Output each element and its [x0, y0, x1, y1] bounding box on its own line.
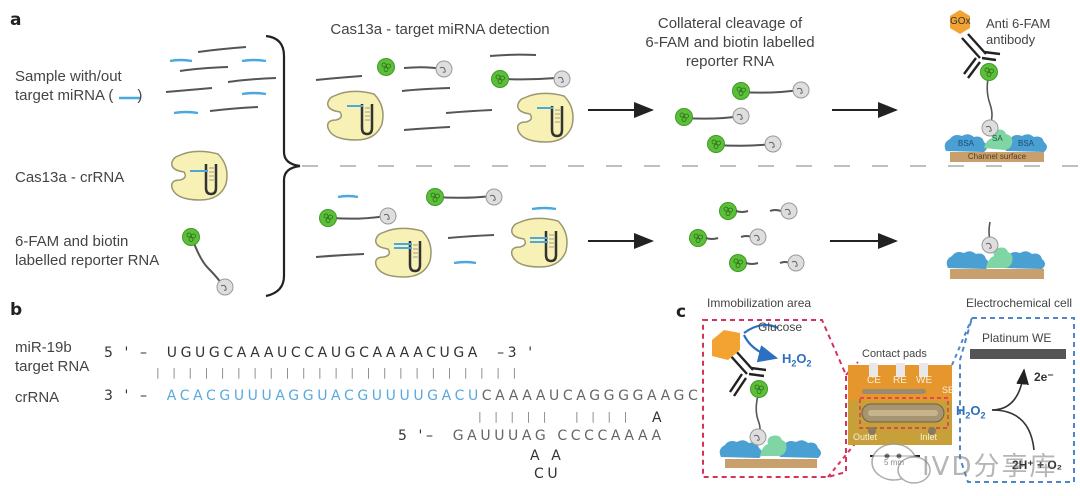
- contact-pads-label: Contact pads: [862, 348, 927, 360]
- loop-a: A: [652, 410, 666, 426]
- detection-top-row: [315, 53, 575, 144]
- crrna-handle: CAAAAUCAGGGGAAGC: [481, 388, 702, 404]
- antibody-label: Anti 6-FAM antibody: [986, 16, 1051, 47]
- detection-bottom-row: [315, 188, 569, 279]
- scale-bar-label: 5 mm: [884, 458, 904, 467]
- products-label: 2H⁺ + O₂: [1012, 458, 1063, 472]
- reporter-rna-label: 6-FAM and biotin labelled reporter RNA: [15, 233, 160, 269]
- watermark-text: IVD分享库: [922, 452, 1058, 482]
- bulge-row-1: A A: [530, 448, 565, 464]
- target-sequence: UGUGCAAAUCCAUGCAAAACUGA: [166, 345, 481, 361]
- biotin-label-icon: [216, 278, 234, 296]
- h2o2-reactant-label: H2O2: [956, 403, 986, 421]
- electrode-re: RE: [893, 375, 907, 386]
- panel-b-letter: b: [10, 300, 23, 320]
- channel-surface-label: Channel surface: [967, 152, 1027, 161]
- cas13a-crrna-label: Cas13a - crRNA: [15, 169, 125, 186]
- stem-pairing-bars: | | | | | | | | |: [478, 410, 632, 423]
- curly-brace: [265, 34, 301, 298]
- panel-c-letter: c: [676, 302, 687, 322]
- electrode-ce: CE: [867, 375, 881, 386]
- platinum-we-label: Platinum WE: [982, 331, 1052, 345]
- target-rna-label: miR-19b target RNA: [15, 339, 90, 375]
- immobilization-title: Immobilization area: [707, 296, 812, 310]
- electrode-we: WE: [916, 375, 933, 386]
- target-sequence-row: 5 ' – UGUGCAAAUCCAUGCAAAACUGA –3 ': [104, 345, 536, 361]
- sample-rna-strands: [165, 46, 277, 115]
- outlet-label: Outlet: [853, 432, 878, 442]
- lower-strand-row: 5 '– GAUUUAG CCCCAAAA: [398, 428, 665, 444]
- crrna-sequence-row: 3 ' – ACACGUUUAGGUACGUUUUGACUCAAAAUCAGGG…: [104, 388, 702, 404]
- crrna-spacer: ACACGUUUAGGUACGUUUUGACU: [166, 388, 482, 404]
- bsa-left-label: BSA: [958, 139, 975, 148]
- electrochemical-cell-title: Electrochemical cell: [966, 296, 1073, 310]
- panel-a-letter: a: [10, 10, 22, 30]
- glucose-label: Glucose: [758, 320, 803, 334]
- immobilization-area-diagram: [702, 319, 847, 478]
- cas13a-crrna-icon: [170, 150, 229, 202]
- sample-label: Sample with/out target miRNA (): [15, 68, 143, 104]
- h2o2-product-label: H2O2: [782, 351, 812, 369]
- cleavage-header: Collateral cleavage of 6-FAM and biotin …: [645, 15, 815, 70]
- electrons-label: 2e⁻: [1034, 370, 1054, 384]
- sa-label: SA: [992, 134, 1003, 143]
- capture-assembly-negative: [946, 221, 1045, 279]
- capture-assembly-positive: [944, 10, 1047, 162]
- inlet-label: Inlet: [920, 432, 938, 442]
- sb-label: SB: [942, 385, 955, 395]
- detection-header: Cas13a - target miRNA detection: [330, 21, 550, 38]
- crrna-label: crRNA: [15, 389, 60, 406]
- intact-reporters: [675, 81, 810, 153]
- cleaved-reporters: [689, 202, 805, 272]
- electrochemical-cell-diagram: [951, 317, 1075, 483]
- bsa-right-label: BSA: [1018, 139, 1035, 148]
- fam-label-icon: [182, 228, 200, 246]
- watermark-logo-icon: [871, 443, 931, 484]
- bulge-row-2: CU: [534, 466, 562, 482]
- gox-label: GOx: [950, 16, 971, 27]
- pairing-bars: | | | | | | | | | | | | | | | | | | | | …: [156, 366, 521, 379]
